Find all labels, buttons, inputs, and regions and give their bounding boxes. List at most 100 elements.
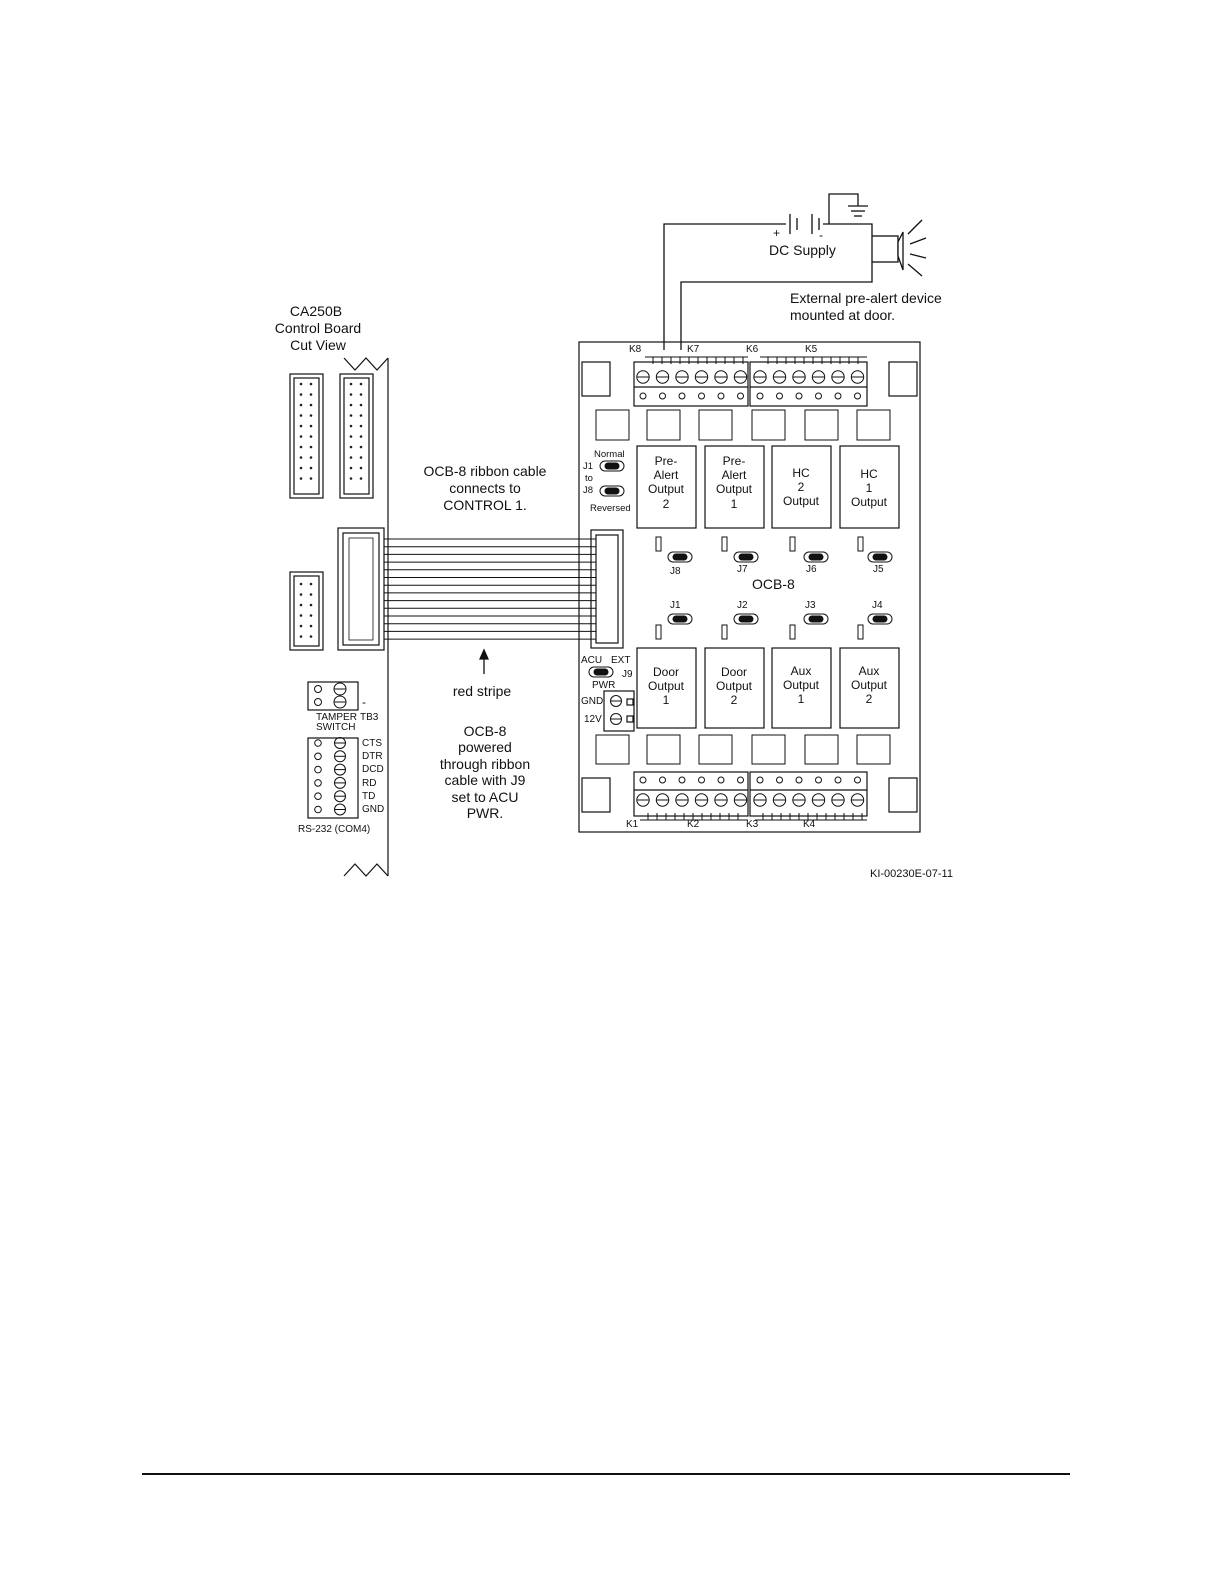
pin-dot xyxy=(349,403,353,407)
pin-dot xyxy=(349,477,353,480)
output-label: Door xyxy=(653,665,679,679)
figure-id: KI-00230E-07-11 xyxy=(870,868,953,880)
terminal-screw xyxy=(610,713,622,725)
terminal-hole xyxy=(678,392,686,400)
output-label: 2 xyxy=(663,497,670,511)
terminal-screw xyxy=(694,793,709,807)
component-pad xyxy=(856,409,891,441)
terminal-screw xyxy=(314,805,322,814)
pin-dot xyxy=(309,393,313,396)
terminal-screw xyxy=(334,737,346,749)
component-pad xyxy=(646,409,681,441)
pin-dot xyxy=(309,582,313,586)
tamper-terminals xyxy=(314,682,347,709)
terminal-screw xyxy=(733,793,748,807)
footer-rule xyxy=(142,1473,1070,1475)
terminal-hole xyxy=(776,776,783,784)
output-label: Output xyxy=(851,495,888,509)
terminal-hole xyxy=(698,776,705,784)
pin-dot xyxy=(299,393,303,396)
pin-dot xyxy=(349,382,353,386)
terminal-hole xyxy=(815,776,822,784)
pin-dot xyxy=(299,403,303,407)
polarity-normal-label: Normal xyxy=(594,449,625,460)
jumper-shunt xyxy=(588,666,614,678)
dc-supply-wiring xyxy=(663,193,873,350)
red-stripe-arrow xyxy=(478,648,490,674)
terminal-screw xyxy=(772,793,787,807)
terminal-hole xyxy=(717,392,725,400)
terminal-screw xyxy=(792,793,806,807)
output-box-hc-1: HC 1 Output xyxy=(839,445,900,529)
resistor xyxy=(721,624,728,640)
output-box-pre-alert-1: Pre- Alert Output 1 xyxy=(704,445,765,529)
output-box-hc-2: HC 2 Output xyxy=(771,445,832,529)
pin-dot xyxy=(309,414,313,417)
output-label: Aux xyxy=(859,664,880,678)
rs232-signal-cts: CTS xyxy=(362,738,382,749)
pin-dot xyxy=(359,435,363,438)
terminal-screw xyxy=(314,792,322,801)
pin-dot xyxy=(359,456,363,459)
jumper-j7-label: J7 xyxy=(737,564,748,575)
pin-dot xyxy=(309,403,313,407)
tamper-minus: - xyxy=(362,695,366,709)
output-box-pre-alert-2: Pre- Alert Output 2 xyxy=(636,445,697,529)
j9-acu-label: ACU xyxy=(581,655,602,666)
relay-k3-label: K3 xyxy=(746,819,759,830)
terminal-hole xyxy=(854,392,861,400)
terminal-hole xyxy=(756,776,764,784)
pin-dot xyxy=(299,382,303,386)
jumper-cap xyxy=(808,615,824,623)
pin-dot xyxy=(299,635,303,638)
output-box-door-2: Door Output 2 xyxy=(704,647,765,729)
terminal-hole xyxy=(698,392,705,400)
terminal-screw xyxy=(636,370,650,384)
tamper-tb3-label: TB3 xyxy=(360,712,379,723)
jumper-j5-label: J5 xyxy=(873,564,884,575)
output-label: Output xyxy=(783,494,820,508)
resistor xyxy=(789,536,796,552)
output-label: Output xyxy=(851,678,888,692)
terminal-screw xyxy=(314,739,322,747)
component-pad xyxy=(751,409,786,441)
output-label: 1 xyxy=(663,693,670,707)
jumper-shunt xyxy=(599,485,625,497)
pin-dot xyxy=(309,382,313,386)
pin-dot xyxy=(359,466,363,470)
pin-dot xyxy=(299,466,303,470)
jumper-shunt xyxy=(733,613,759,625)
resistor xyxy=(655,536,662,552)
jumper-shunt xyxy=(803,551,829,563)
terminal-hole xyxy=(834,392,842,400)
pin-dot xyxy=(359,414,363,417)
output-label: Output xyxy=(783,678,820,692)
output-label: Output xyxy=(716,482,753,496)
rs232-signal-td: TD xyxy=(362,791,375,802)
output-label: Output xyxy=(648,482,685,496)
jumper-cap xyxy=(872,553,888,561)
terminal-hole xyxy=(717,776,725,784)
terminal-hole xyxy=(659,392,666,400)
control-board-title-line2: Control Board xyxy=(275,320,361,336)
horn-icon xyxy=(871,219,927,277)
supply-plus: + xyxy=(773,226,780,240)
jumper-shunt xyxy=(667,551,693,563)
rs232-signal-rd: RD xyxy=(362,778,376,789)
terminal-hole xyxy=(795,392,803,400)
power-note-line3: through ribbon xyxy=(440,756,530,772)
terminal-screw xyxy=(811,793,826,807)
tamper-label-line1: TAMPER xyxy=(316,712,357,723)
device-note-line1: External pre-alert device xyxy=(790,290,942,306)
terminal-screw xyxy=(714,370,728,384)
jumper-j4-label: J4 xyxy=(872,600,883,611)
ocb8-components xyxy=(588,356,893,821)
component-pad xyxy=(804,734,839,765)
terminal-hole xyxy=(737,776,744,784)
terminal-screw xyxy=(655,793,670,807)
pin-dot xyxy=(349,435,353,438)
jumper-cap xyxy=(738,553,754,561)
rs232-terminals xyxy=(314,737,346,816)
output-label: Aux xyxy=(791,664,812,678)
output-label: HC xyxy=(792,466,810,480)
